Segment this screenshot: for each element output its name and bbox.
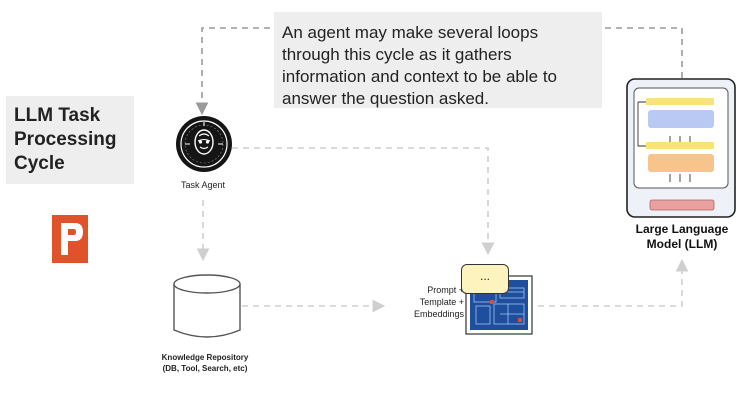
- llm-model-icon: [626, 78, 736, 218]
- title-panel: LLM Task Processing Cycle: [6, 96, 134, 184]
- cycle-note: An agent may make several loops through …: [274, 12, 602, 108]
- llm-label: Large Language Model (LLM): [635, 222, 729, 251]
- prompt-to-llm-arrow: [538, 258, 689, 307]
- diagram-title: LLM Task Processing Cycle: [14, 105, 117, 174]
- task-agent-label: Task Agent: [180, 180, 226, 190]
- prompt-label: Prompt + Template + Embeddings: [413, 285, 464, 319]
- brand-logo-icon: [52, 215, 88, 263]
- database-icon: [173, 274, 241, 338]
- task-agent-icon: [176, 116, 232, 172]
- speech-bubble: ...: [461, 264, 509, 294]
- agent-to-prompt-arrow: [232, 147, 495, 256]
- knowledge-repository-label: Knowledge Repository (DB, Tool, Search, …: [161, 353, 249, 373]
